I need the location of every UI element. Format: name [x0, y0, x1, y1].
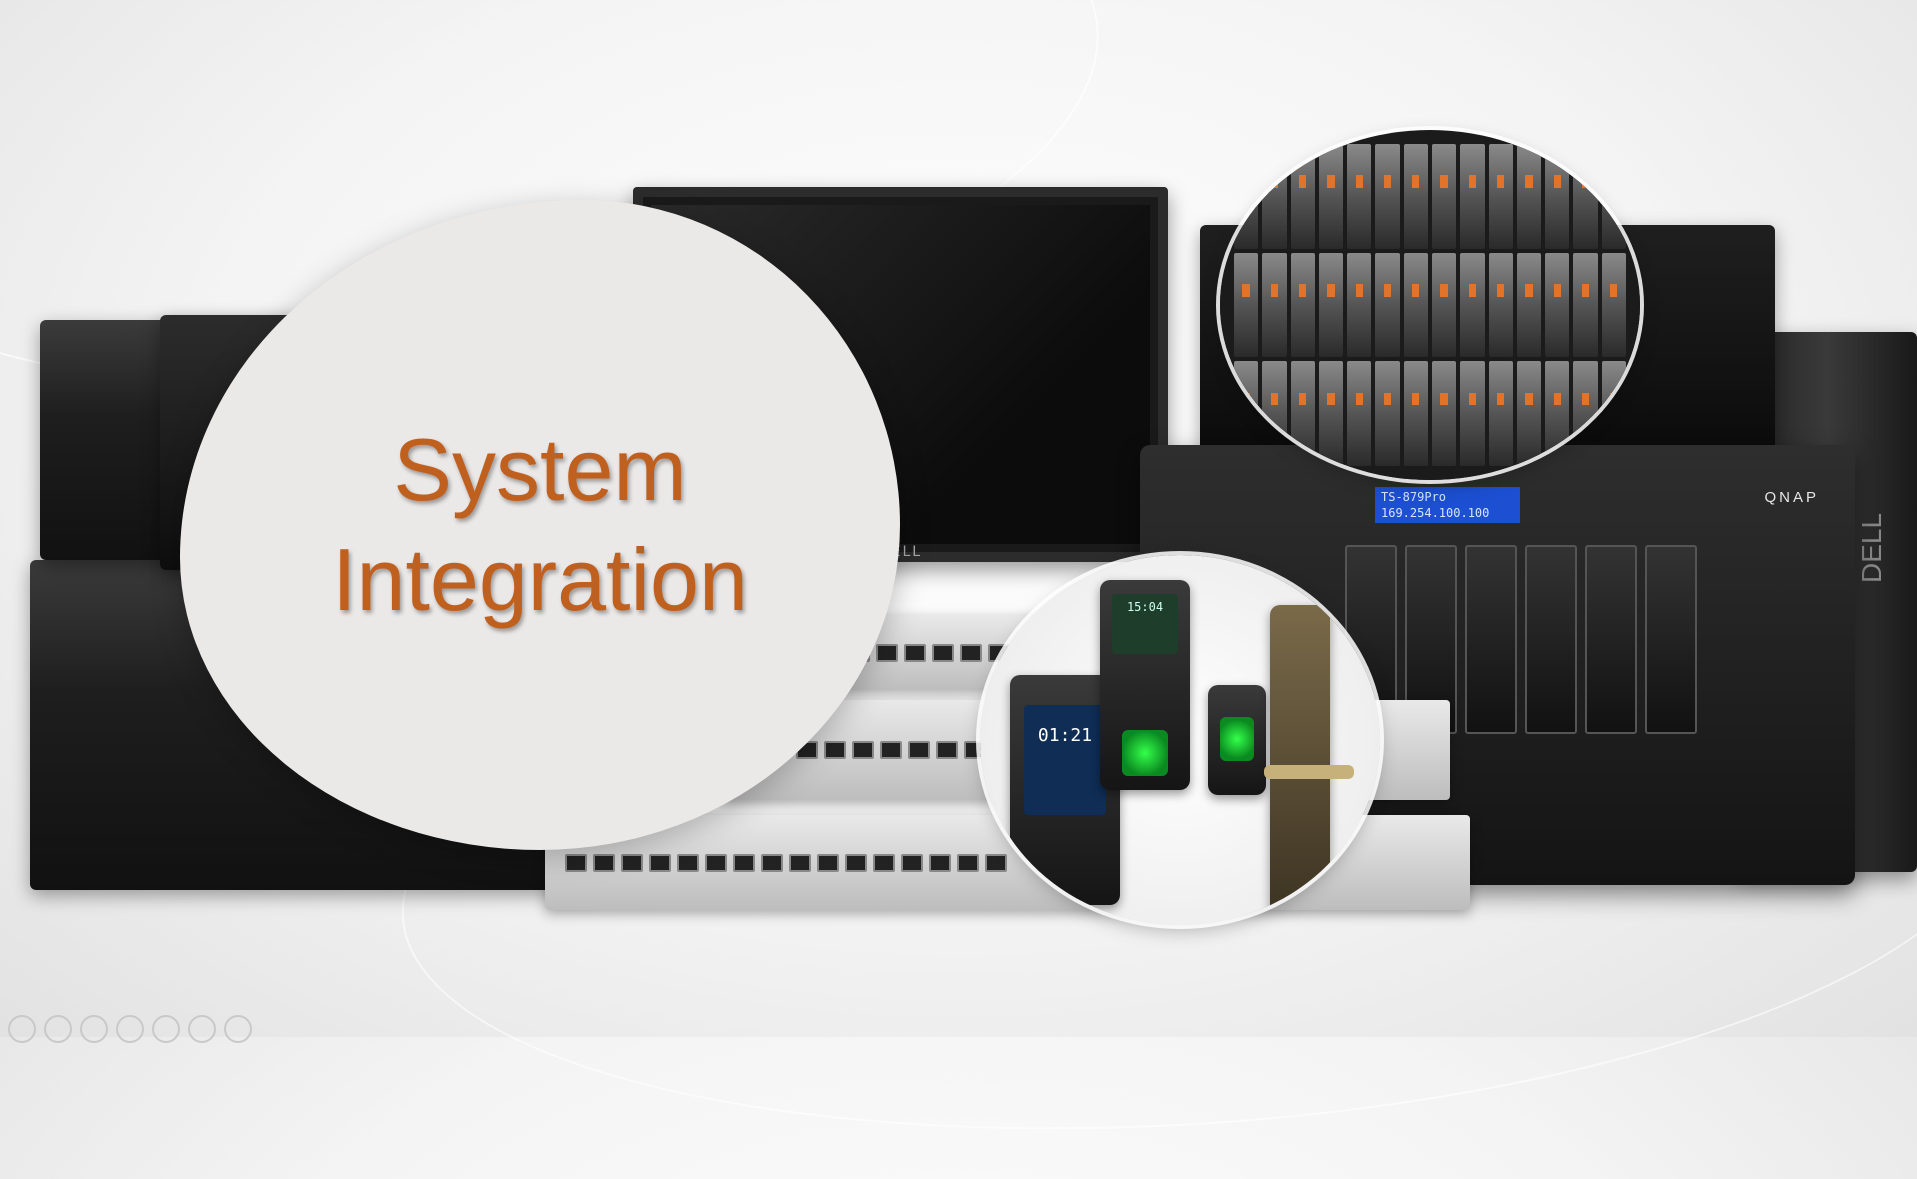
pagination-dot[interactable]	[188, 1015, 216, 1043]
pagination-dots	[8, 1015, 252, 1043]
keypad-reader: 15:04	[1100, 580, 1190, 790]
door-handle	[1264, 765, 1354, 779]
fingerprint-reader	[1208, 685, 1266, 795]
title-line-2: Integration	[332, 530, 748, 629]
pagination-dot[interactable]	[116, 1015, 144, 1043]
tower-brand-label: DELL	[1855, 512, 1887, 584]
drive-bay	[1525, 545, 1577, 734]
pagination-dot[interactable]	[224, 1015, 252, 1043]
reader-time: 01:21	[1037, 725, 1093, 746]
fingerprint-sensor	[1122, 730, 1168, 776]
pagination-dot[interactable]	[152, 1015, 180, 1043]
nas-brand-label: QNAP	[1764, 489, 1819, 506]
drive-bay	[1645, 545, 1697, 734]
pagination-dot[interactable]	[8, 1015, 36, 1043]
access-control-circle: 01:21 15:04	[980, 555, 1380, 925]
smart-door-lock	[1264, 605, 1354, 915]
keypad-reader-time: 15:04	[1126, 600, 1164, 614]
drive-bay	[1585, 545, 1637, 734]
title-callout: System Integration	[180, 200, 900, 850]
drive-bay	[1465, 545, 1517, 734]
nas-lcd: TS-879Pro 169.254.100.100	[1375, 487, 1520, 523]
title-line-1: System	[393, 420, 687, 519]
blade-server-circle	[1220, 130, 1640, 480]
blade-grid	[1220, 130, 1640, 480]
fingerprint-sensor	[1220, 717, 1254, 761]
pagination-dot[interactable]	[44, 1015, 72, 1043]
pagination-dot[interactable]	[80, 1015, 108, 1043]
